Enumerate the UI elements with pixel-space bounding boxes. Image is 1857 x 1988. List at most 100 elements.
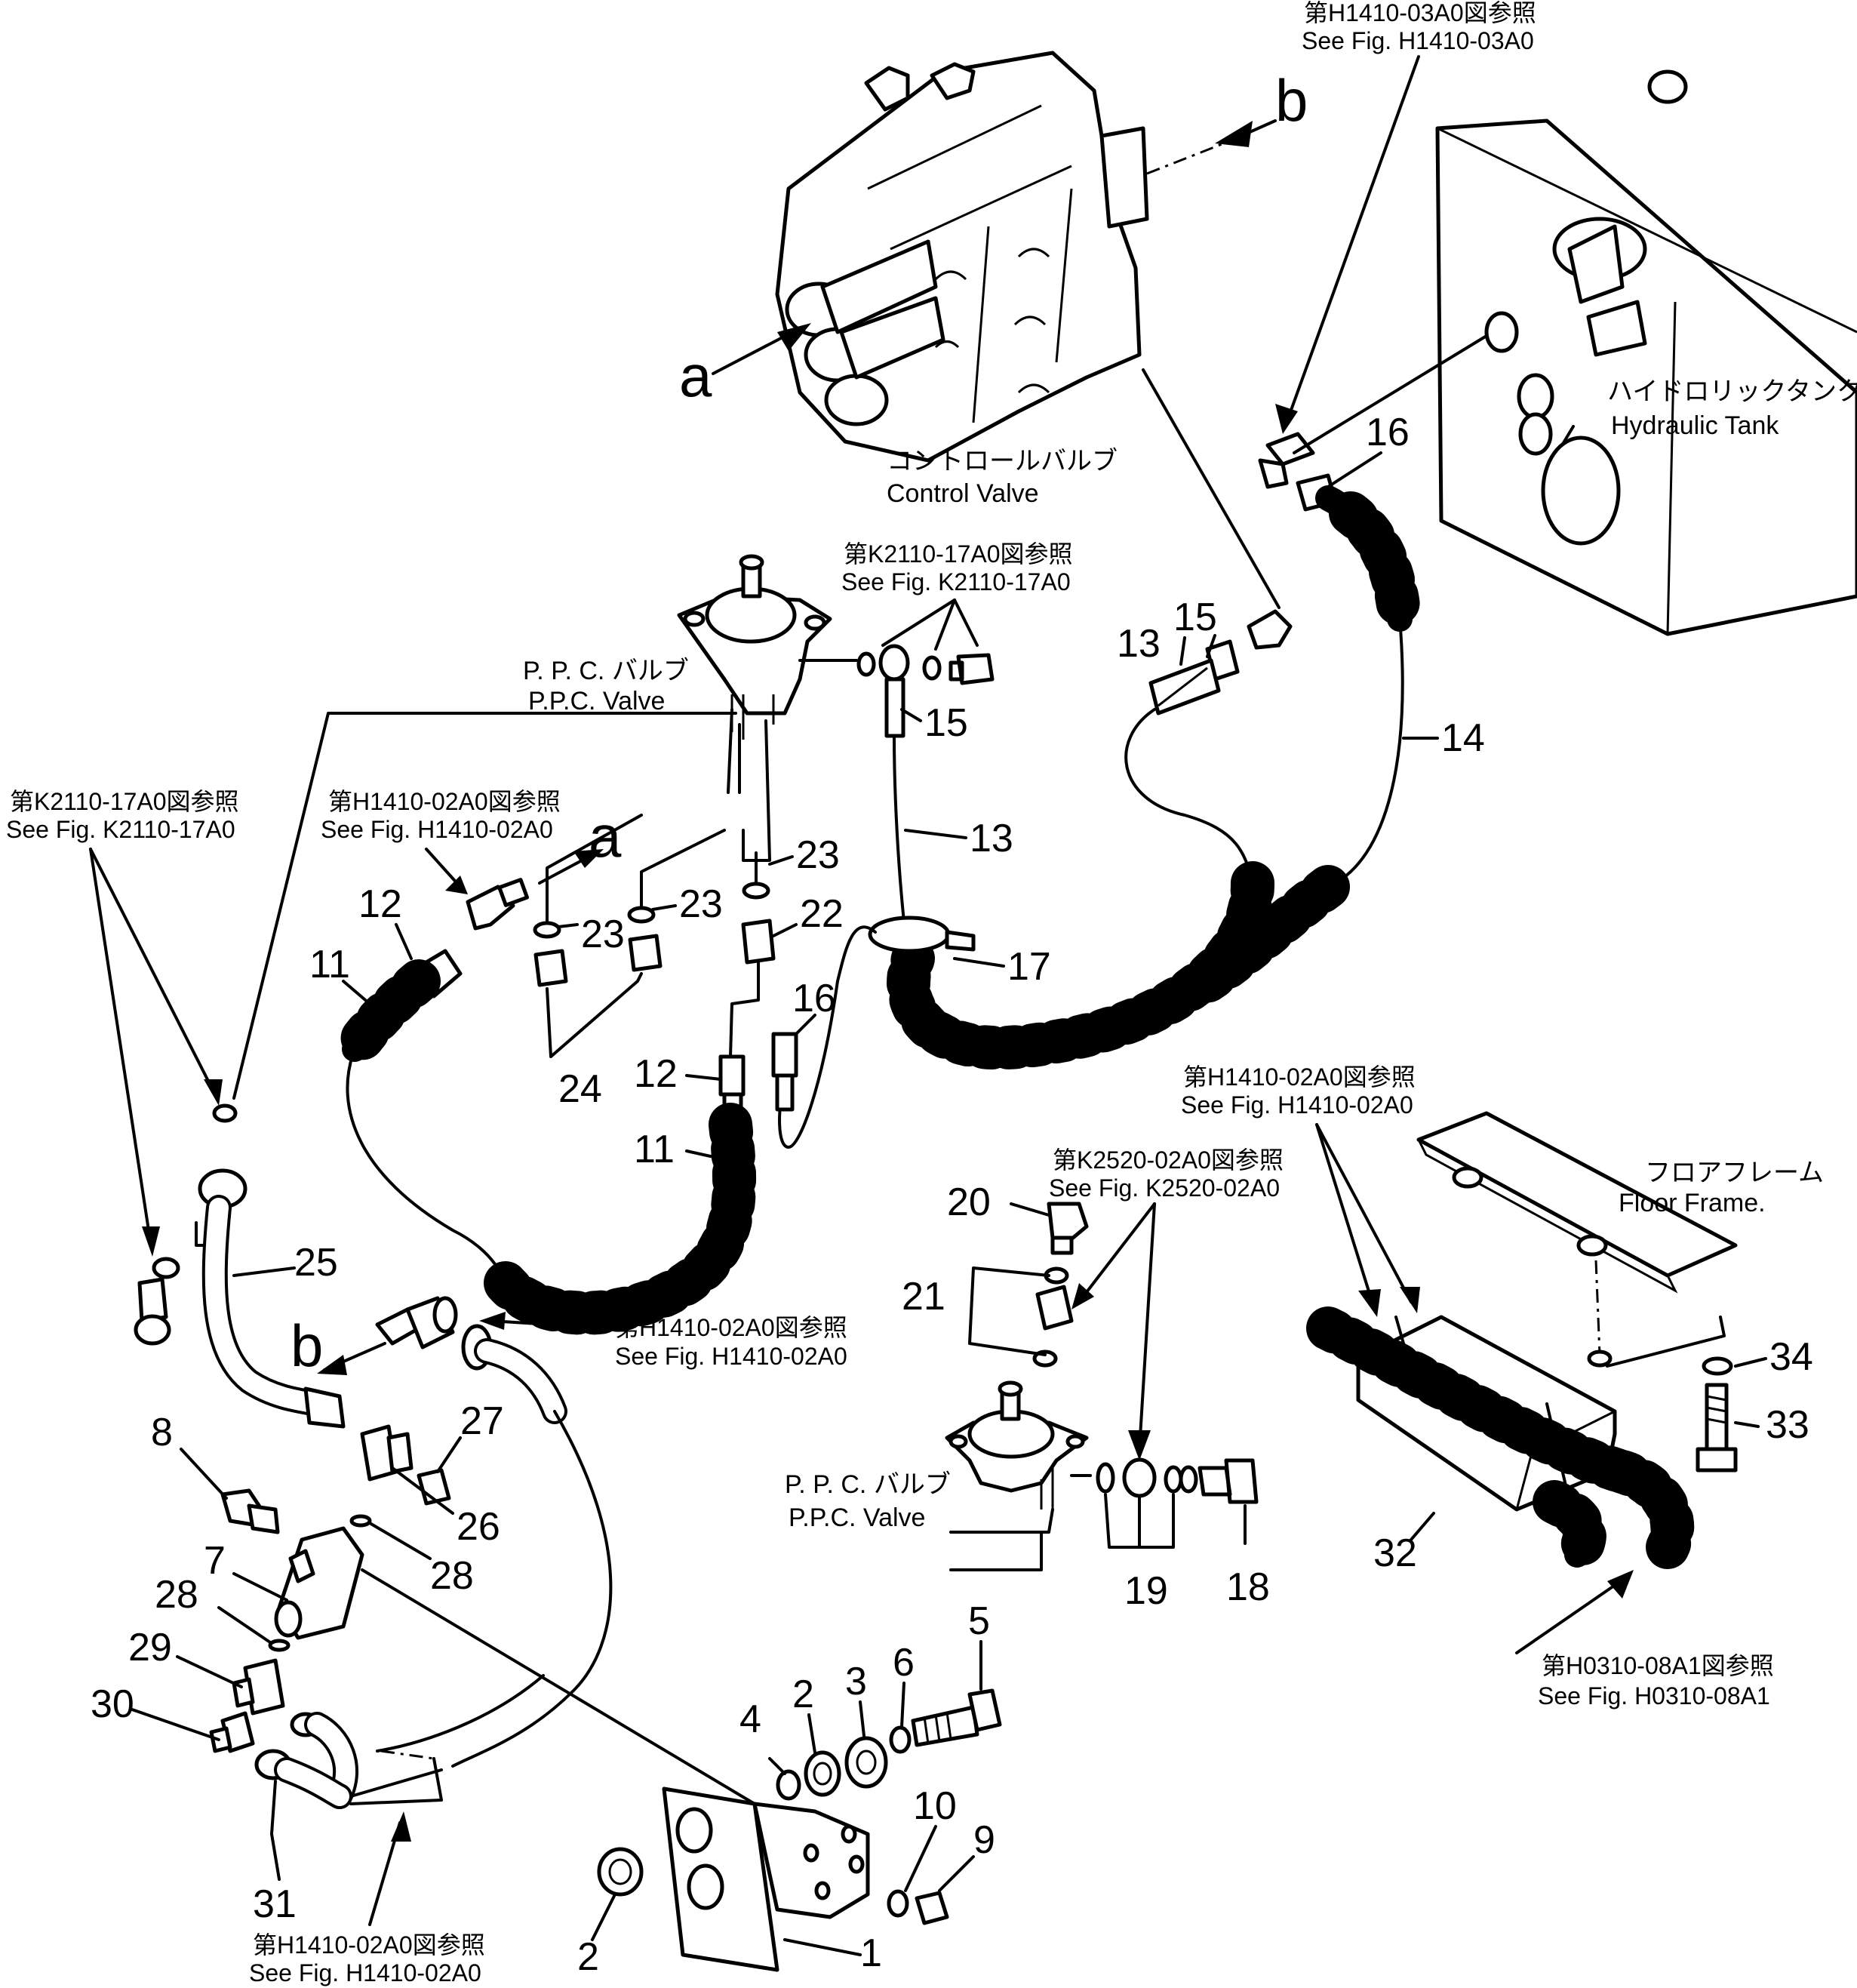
connection-letter-a-ppc: a (589, 803, 622, 869)
valve-body-7 (274, 1526, 364, 1640)
ppc-valve-top-label-jp: P. P. C. バルブ (523, 657, 689, 685)
hose-fitting-right-b (461, 1324, 567, 1424)
ref-h1410-02a0-upper-en: See Fig. H1410-02A0 (321, 816, 553, 843)
leader-25 (232, 1266, 296, 1277)
callout-29: 29 (128, 1626, 172, 1669)
leader-20 (1010, 1202, 1050, 1217)
callout-31: 31 (253, 1882, 297, 1926)
arrowhead-ref-h0310 (1607, 1570, 1634, 1599)
leader-ref-k2110-center-1 (881, 599, 956, 647)
leader-27 (436, 1436, 462, 1473)
leader-23-group (546, 814, 758, 922)
leader-ref-h1410-middle (489, 1319, 613, 1330)
ppc-valve-top-drawing (677, 554, 832, 740)
callout-6: 6 (893, 1641, 915, 1685)
hose-11-12-upper-left (333, 949, 463, 1071)
arrowhead-ref-h1410-right-1 (1358, 1289, 1381, 1317)
hose-lower-line (376, 1674, 545, 1753)
callout-17: 17 (1007, 945, 1051, 989)
arrowhead-ref-h1410-middle (479, 1312, 506, 1330)
floor-frame-bolt-line (1594, 1260, 1601, 1356)
ref-h1410-02a0-upper-jp: 第H1410-02A0図参照 (328, 788, 561, 815)
ppc-bottom-port-lines (949, 1508, 1054, 1571)
callout-9: 9 (973, 1818, 995, 1862)
arrowhead-ref-k2520-1 (1071, 1283, 1094, 1309)
elbow-20 (1047, 1202, 1089, 1255)
leader-26 (391, 1466, 454, 1515)
hose-14-line (1327, 617, 1404, 888)
arrowhead-b-valve (1215, 121, 1253, 147)
leader-16-center (795, 1014, 816, 1036)
callout-13-right: 13 (1117, 622, 1161, 666)
leader-4 (768, 1757, 786, 1775)
ref-h1410-03a0-en: See Fig. H1410-03A0 (1302, 27, 1534, 54)
connection-letter-b-left: b (291, 1313, 323, 1379)
leader-hydraulic-tank (1560, 425, 1575, 447)
bracket-32-hose-bundle (1306, 1306, 1695, 1577)
bracket-1 (662, 1786, 870, 1972)
leader-6 (900, 1682, 905, 1728)
control-valve-drawing (775, 51, 1149, 463)
ref-k2110-17a0-left-en: See Fig. K2110-17A0 (6, 816, 235, 843)
callout-34: 34 (1769, 1335, 1813, 1379)
arrowhead-a-valve (777, 323, 811, 351)
hose-13-right-line (1124, 708, 1254, 885)
ppc-valve-top-label-en: P.P.C. Valve (528, 687, 665, 715)
leader-ref-k2110-center-2 (934, 599, 956, 651)
leader-ref-k2520-1 (1078, 1202, 1156, 1303)
ppc-valve-bottom-label-jp: P. P. C. バルブ (785, 1470, 951, 1499)
leader-13-right (1179, 636, 1186, 666)
connection-letter-a-valve: a (679, 343, 712, 409)
hose-bundle-13-14 (887, 861, 1350, 1070)
callout-15-center: 15 (924, 701, 968, 745)
control-valve-label-jp: コントロールバルブ (887, 447, 1118, 475)
leader-ref-k2110-left-1 (89, 848, 217, 1096)
leader-28-upper (368, 1522, 432, 1560)
hose-16-tank (1296, 473, 1422, 641)
elbow-fitting-tank (1258, 432, 1315, 489)
washer-2-upper-hole (813, 1762, 832, 1786)
leader-23-left (557, 923, 579, 928)
leader-16-top (1327, 451, 1382, 488)
callout-30: 30 (91, 1682, 134, 1726)
leader-19 (1104, 1493, 1175, 1549)
leader-ref-h1410-right-1 (1315, 1123, 1375, 1307)
callout-22: 22 (800, 892, 844, 936)
leader-29 (176, 1655, 243, 1688)
leader-3 (859, 1700, 865, 1737)
leader-15-right (1206, 634, 1216, 658)
elbow-fitting-a-ppc (466, 878, 530, 931)
ref-h1410-02a0-middle-en: See Fig. H1410-02A0 (615, 1343, 847, 1370)
leader-17 (953, 957, 1005, 968)
ppc-valve-bottom-drawing (945, 1380, 1089, 1509)
bolt-33 (1696, 1383, 1738, 1473)
leader-ref-k2520-2 (1138, 1202, 1156, 1451)
callout-11-center: 11 (634, 1128, 675, 1171)
ref-h1410-02a0-right-en: See Fig. H1410-02A0 (1181, 1091, 1413, 1119)
ref-h0310-08a1-en: See Fig. H0310-08A1 (1538, 1682, 1770, 1709)
hose-31 (254, 1712, 443, 1809)
callout-21: 21 (902, 1275, 945, 1319)
hose-11-12-center (484, 1032, 798, 1335)
o-ring-28-lower (268, 1639, 291, 1652)
ref-h1410-02a0-bottom-en: See Fig. H1410-02A0 (249, 1959, 481, 1986)
ref-h1410-02a0-middle-jp: 第H1410-02A0図参照 (615, 1314, 847, 1341)
leader-30 (131, 1708, 220, 1741)
floor-frame-label-jp: フロアフレーム (1645, 1159, 1824, 1187)
ref-k2110-17a0-center-en: See Fig. K2110-17A0 (841, 568, 1071, 595)
washer-2-upper (804, 1750, 841, 1797)
arrowhead-ref-h1410-upper (445, 876, 468, 894)
callout-28-lower: 28 (155, 1573, 198, 1617)
arrowhead-ref-k2110-left-2 (142, 1226, 160, 1257)
leader-31 (270, 1780, 281, 1881)
callout-12-center: 12 (634, 1052, 678, 1096)
plug-8 (220, 1488, 280, 1534)
bolt-5 (911, 1688, 1002, 1747)
leader-24 (546, 972, 643, 1058)
connection-letter-b-valve: b (1275, 67, 1308, 134)
leader-32 (1410, 1512, 1435, 1541)
callout-24: 24 (558, 1067, 602, 1111)
ref-h0310-08a1-jp: 第H0310-08A1図参照 (1542, 1652, 1774, 1679)
arrowhead-a-ppc (573, 849, 604, 868)
leader-2-upper (807, 1713, 816, 1754)
